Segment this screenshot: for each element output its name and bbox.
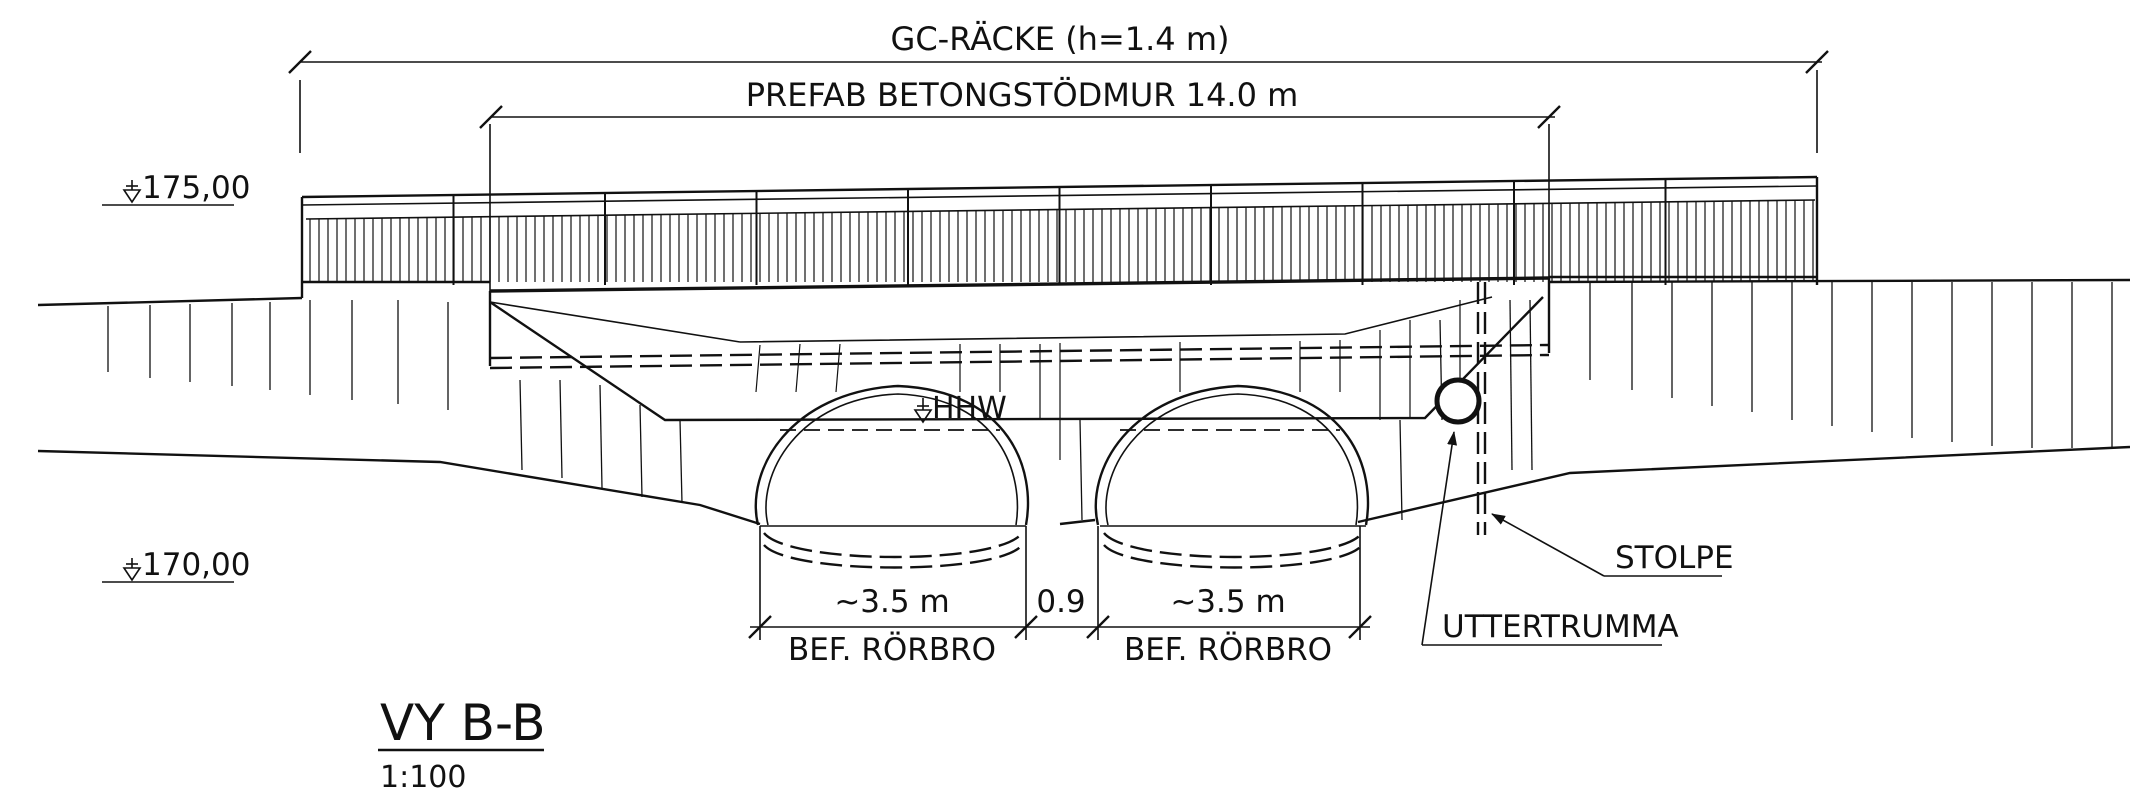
otter-pipe-label: UTTERTRUMMA	[1442, 609, 1679, 645]
railing-dimension-label: GC-RÄCKE (h=1.4 m)	[891, 20, 1230, 58]
culvert-left	[754, 384, 1030, 569]
culvert-gap-label: 0.9	[1036, 584, 1085, 620]
railing	[300, 175, 1819, 298]
post-label: STOLPE	[1615, 540, 1734, 576]
post-leader	[1491, 513, 1722, 577]
level-upper-label: 175,00	[142, 170, 250, 206]
retaining-wall	[488, 276, 1551, 422]
culvert-right-width-label: ~3.5 m	[1170, 584, 1285, 620]
otter-pipe	[1434, 377, 1482, 425]
water-level-label: HHW	[932, 391, 1007, 426]
culvert-right-label: BEF. RÖRBRO	[1124, 631, 1332, 668]
ground-surface	[37, 278, 2130, 526]
view-title: VY B-B	[380, 694, 546, 752]
level-marker-upper	[102, 180, 234, 206]
level-lower-label: 170,00	[142, 547, 250, 583]
railing-dimension-line	[288, 50, 1829, 153]
culvert-left-label: BEF. RÖRBRO	[788, 631, 996, 668]
culvert-left-width-label: ~3.5 m	[834, 584, 949, 620]
culvert-right	[1094, 384, 1370, 569]
wall-dimension-label: PREFAB BETONGSTÖDMUR 14.0 m	[746, 76, 1299, 114]
water-level-marker	[780, 398, 1340, 431]
otter-pipe-leader	[1421, 431, 1662, 646]
level-marker-lower	[102, 558, 234, 583]
view-scale: 1:100	[380, 760, 466, 795]
post	[1476, 282, 1487, 535]
culvert-dimension-line	[748, 526, 1372, 640]
